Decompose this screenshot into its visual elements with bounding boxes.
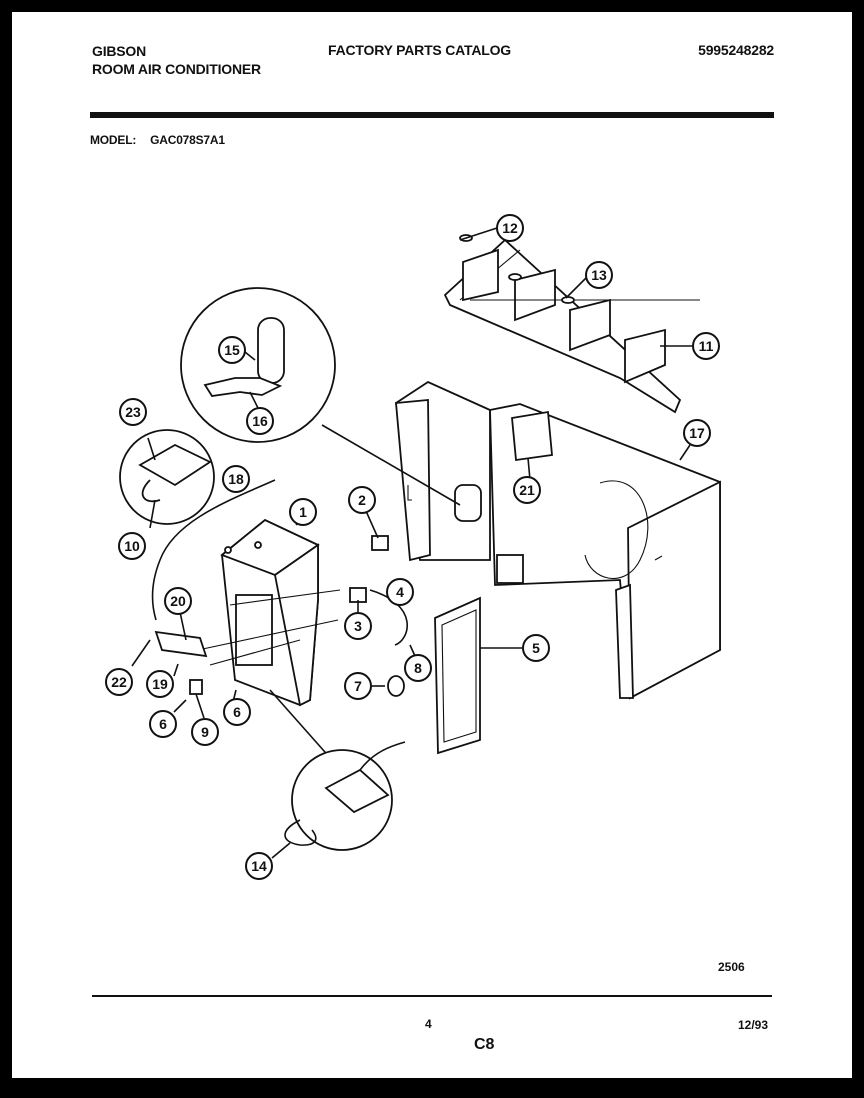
model-line: MODEL: GAC078S7A1	[90, 133, 225, 147]
svg-text:23: 23	[125, 404, 141, 420]
svg-text:22: 22	[111, 674, 127, 690]
brand-name: GIBSON	[92, 43, 147, 59]
callout-1: 1	[289, 498, 317, 526]
catalog-date: 12/93	[738, 1018, 769, 1032]
callout-16: 16	[246, 407, 274, 435]
header-rule	[90, 112, 774, 118]
callout-3: 3	[344, 612, 372, 640]
cabinet-housing-part	[395, 380, 721, 700]
svg-text:7: 7	[354, 678, 362, 694]
switch-detail-circle	[119, 429, 215, 525]
switch-part-3	[349, 587, 367, 603]
connector-part-9	[189, 679, 203, 695]
model-value: GAC078S7A1	[150, 133, 225, 147]
wire-part-4	[369, 589, 408, 646]
bracket-assembly-part	[443, 234, 700, 414]
callout-13: 13	[585, 261, 613, 289]
callout-10: 10	[118, 532, 146, 560]
callout-19: 19	[146, 670, 174, 698]
svg-text:21: 21	[519, 482, 535, 498]
callout-2: 2	[348, 486, 376, 514]
svg-text:20: 20	[170, 593, 186, 609]
callout-21: 21	[513, 476, 541, 504]
brand-block: GIBSON ROOM AIR CONDITIONER	[92, 42, 261, 78]
callout-6b: 6	[149, 710, 177, 738]
catalog-number: 5995248282	[698, 42, 774, 58]
page-number: 4	[425, 1017, 432, 1031]
callout-23: 23	[119, 398, 147, 426]
panel-part-5	[434, 596, 481, 755]
svg-text:14: 14	[251, 858, 267, 874]
callout-14: 14	[245, 852, 273, 880]
callout-11: 11	[692, 332, 720, 360]
callout-8: 8	[404, 654, 432, 682]
callout-17: 17	[683, 419, 711, 447]
drawing-number: 2506	[718, 960, 745, 974]
callout-7: 7	[344, 672, 372, 700]
svg-text:4: 4	[396, 584, 404, 600]
svg-text:13: 13	[591, 267, 607, 283]
svg-text:1: 1	[299, 504, 307, 520]
svg-text:5: 5	[532, 640, 540, 656]
catalog-title: FACTORY PARTS CATALOG	[328, 42, 511, 58]
svg-text:12: 12	[502, 220, 518, 236]
svg-text:3: 3	[354, 618, 362, 634]
svg-text:10: 10	[124, 538, 140, 554]
relay-part-2	[371, 535, 389, 551]
section-code: C8	[474, 1036, 495, 1053]
svg-text:6: 6	[233, 704, 241, 720]
clip-part-7	[387, 675, 405, 697]
model-label: MODEL:	[90, 133, 137, 147]
svg-text:8: 8	[414, 660, 422, 676]
harness-detail-circle	[284, 741, 406, 851]
product-name: ROOM AIR CONDITIONER	[92, 61, 261, 77]
terminal-block-part	[154, 630, 208, 658]
svg-text:6: 6	[159, 716, 167, 732]
svg-text:17: 17	[689, 425, 705, 441]
svg-text:16: 16	[252, 413, 268, 429]
callout-9: 9	[191, 718, 219, 746]
svg-text:9: 9	[201, 724, 209, 740]
callout-12: 12	[496, 214, 524, 242]
callout-5: 5	[522, 634, 550, 662]
capacitor-detail-circle	[180, 287, 336, 443]
control-box-part	[197, 518, 341, 707]
callout-18: 18	[222, 465, 250, 493]
callout-4: 4	[386, 578, 414, 606]
callout-20: 20	[164, 587, 192, 615]
svg-text:11: 11	[699, 338, 714, 354]
leader-lines	[131, 227, 692, 859]
callout-15: 15	[218, 336, 246, 364]
svg-text:15: 15	[224, 342, 240, 358]
svg-text:2: 2	[358, 492, 366, 508]
svg-text:18: 18	[228, 471, 244, 487]
svg-text:19: 19	[152, 676, 168, 692]
callout-6a: 6	[223, 698, 251, 726]
footer-rule	[92, 995, 772, 997]
callout-22: 22	[105, 668, 133, 696]
